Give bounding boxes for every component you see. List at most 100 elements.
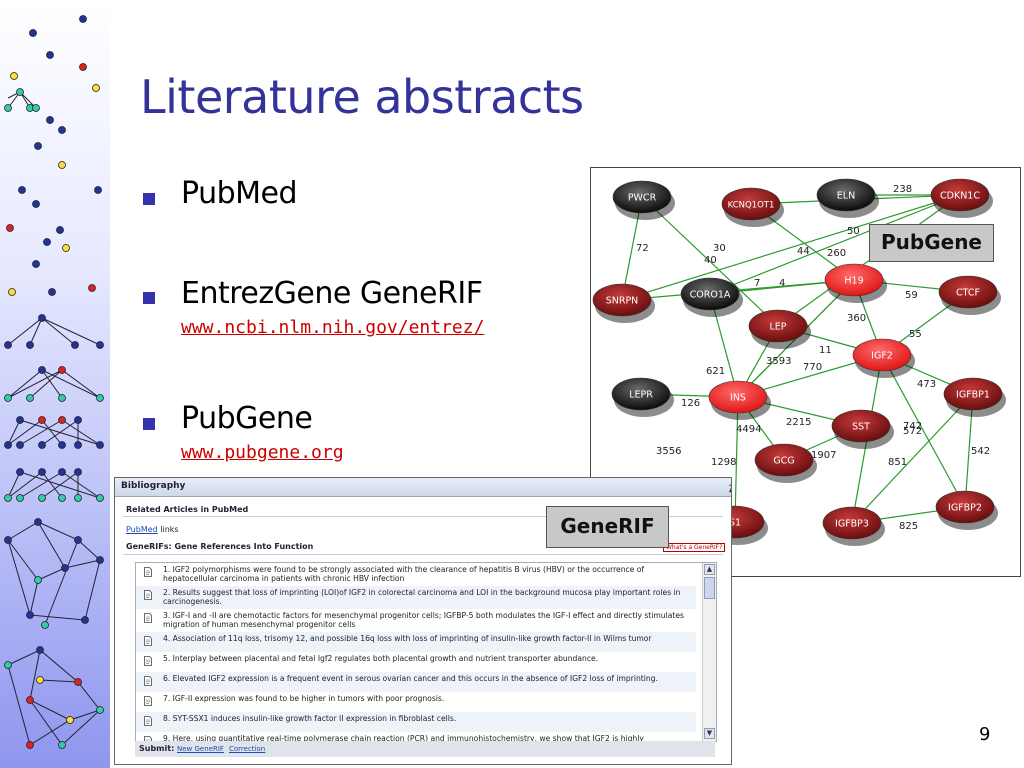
gene-node: IGFBP2 — [935, 490, 998, 530]
pubmed-links: PubMed links — [126, 525, 179, 534]
edge-weight-label: 44 — [797, 246, 810, 257]
gene-node: SST — [831, 409, 894, 449]
related-articles-title: Related Articles in PubMed — [126, 505, 249, 514]
node-label: SST — [852, 422, 870, 433]
bullet-marker-entrezgene — [143, 292, 155, 304]
list-item: 5. Interplay between placental and fetal… — [136, 652, 696, 672]
list-item: 2. Results suggest that loss of imprinti… — [136, 586, 696, 609]
document-icon — [144, 696, 152, 706]
generif-section-title: GeneRIFs: Gene References Into Function — [126, 542, 314, 551]
gene-node: INS — [708, 380, 771, 420]
bibliography-title: Bibliography — [121, 481, 186, 491]
whats-a-generif-link[interactable]: What's a GeneRIF? — [663, 543, 726, 552]
scroll-thumb[interactable] — [704, 577, 715, 599]
node-label: IGFBP3 — [835, 519, 869, 530]
node-ellipse — [938, 275, 998, 309]
gene-node: H19 — [824, 263, 887, 303]
edge-weight-label: 4494 — [736, 424, 761, 435]
node-label: KCNQ1OT1 — [728, 201, 775, 211]
edge-weight-label: 30 — [713, 243, 726, 254]
edge-weight-label: 40 — [704, 255, 717, 266]
pubmed-links-suffix: links — [157, 525, 179, 534]
document-icon — [144, 736, 152, 741]
network-edge — [709, 293, 739, 398]
node-label: INS — [730, 393, 746, 404]
edge-weight-label: 851 — [888, 457, 907, 468]
node-label: IGFBP2 — [948, 503, 982, 514]
generif-text: 8. SYT-SSX1 induces insulin-like growth … — [163, 714, 457, 723]
scroll-up-icon[interactable]: ▲ — [704, 564, 715, 575]
node-ellipse — [822, 506, 882, 540]
divider — [123, 554, 723, 555]
document-icon — [144, 613, 152, 623]
pubgene-link[interactable]: www.pubgene.org — [181, 442, 344, 463]
node-ellipse — [748, 309, 808, 343]
entrez-link[interactable]: www.ncbi.nlm.nih.gov/entrez/ — [181, 317, 485, 338]
list-item: 9. Here, using quantitative real-time po… — [136, 732, 696, 742]
edge-weight-label: 621 — [706, 366, 725, 377]
list-item: 4. Association of 11q loss, trisomy 12, … — [136, 632, 696, 652]
edge-weight-label: 4 — [779, 278, 785, 289]
node-label: IGFBP1 — [956, 390, 990, 401]
gene-node: CDKN1C — [930, 178, 993, 218]
generif-text: 9. Here, using quantitative real-time po… — [163, 734, 644, 742]
edge-weight-label: 126 — [681, 398, 700, 409]
edge-weight-label: 260 — [827, 248, 846, 259]
list-item: 3. IGF-I and -II are chemotactic factors… — [136, 609, 696, 632]
edge-weight-label: 3556 — [656, 446, 681, 457]
bullet-pubgene: PubGene — [181, 401, 313, 436]
help-icon[interactable]: ? — [729, 484, 731, 494]
network-edge — [851, 393, 974, 524]
gene-node: LEP — [748, 309, 811, 349]
node-label: PWCR — [628, 193, 657, 204]
node-ellipse — [721, 187, 781, 221]
network-edge — [621, 194, 961, 301]
edge-weight-label: 72 — [636, 243, 649, 254]
node-label: SNRPN — [606, 296, 639, 307]
node-ellipse — [754, 443, 814, 477]
node-label: LEP — [769, 322, 786, 333]
generif-text: 6. Elevated IGF2 expression is a frequen… — [163, 674, 658, 683]
list-item: 7. IGF-II expression was found to be hig… — [136, 692, 696, 712]
document-icon — [144, 716, 152, 726]
submit-label: Submit: — [139, 744, 175, 753]
pubmed-link[interactable]: PubMed — [126, 525, 158, 534]
collapse-icon[interactable]: ▲ — [729, 484, 731, 494]
edge-weight-label: 59 — [905, 290, 918, 301]
gene-node: IGF2 — [852, 338, 915, 378]
edge-weight-label: 825 — [899, 521, 918, 532]
bibliography-header: Bibliography ▲ ? — [115, 478, 731, 497]
generif-text: 3. IGF-I and -II are chemotactic factors… — [163, 611, 684, 629]
edge-weight-label: 542 — [971, 446, 990, 457]
divider — [123, 516, 723, 517]
node-ellipse — [680, 277, 740, 311]
bullet-entrezgene: EntrezGene GeneRIF — [181, 276, 483, 311]
node-label: CTCF — [956, 288, 980, 299]
bullet-marker-pubgene — [143, 418, 155, 430]
node-label: S1 — [729, 518, 741, 529]
generif-text: 1. IGF2 polymorphisms were found to be s… — [163, 565, 645, 583]
list-item: 1. IGF2 polymorphisms were found to be s… — [136, 563, 696, 586]
new-generif-link[interactable]: New GeneRIF — [177, 745, 224, 753]
node-label: GCG — [773, 456, 794, 467]
gene-node: CTCF — [938, 275, 1001, 315]
gene-node: IGFBP1 — [943, 377, 1006, 417]
correction-link[interactable]: Correction — [229, 745, 266, 753]
gene-node: PWCR — [612, 180, 675, 220]
gene-node: GCG — [754, 443, 817, 483]
submit-bar: Submit: New GeneRIF Correction — [135, 741, 715, 757]
edge-weight-label: 2215 — [786, 417, 811, 428]
document-icon — [144, 676, 152, 686]
gene-node: SNRPN — [592, 283, 655, 323]
edge-weight-label: 473 — [917, 379, 936, 390]
list-scrollbar[interactable]: ▲ ▼ — [702, 563, 716, 741]
node-label: CORO1A — [690, 290, 731, 301]
document-icon — [144, 656, 152, 666]
generif-tag: GeneRIF — [546, 506, 669, 548]
scroll-down-icon[interactable]: ▼ — [704, 728, 715, 739]
node-ellipse — [930, 178, 990, 212]
generif-list[interactable]: 1. IGF2 polymorphisms were found to be s… — [135, 562, 717, 742]
edge-weight-label: 55 — [909, 329, 922, 340]
generif-text: 7. IGF-II expression was found to be hig… — [163, 694, 445, 703]
